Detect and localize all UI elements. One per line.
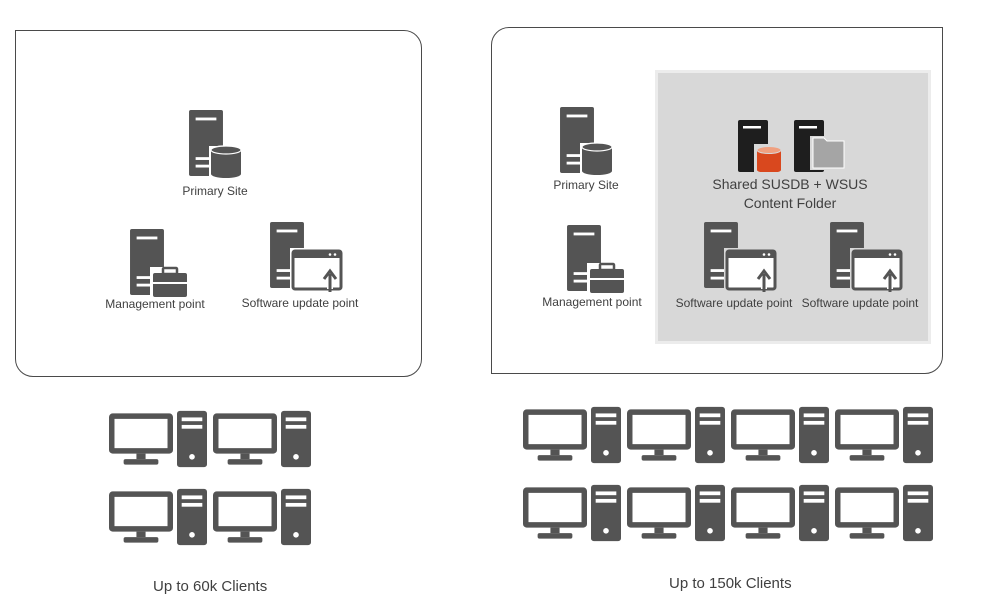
server-briefcase-icon — [130, 229, 190, 297]
server-briefcase-icon — [567, 225, 627, 293]
workstation-icon — [213, 410, 311, 468]
workstation-icon — [627, 406, 725, 464]
server-update-icon — [270, 222, 343, 292]
workstation-icon — [627, 484, 725, 542]
workstation-icon — [835, 484, 933, 542]
shared-susdb-node: Shared SUSDB + WSUS Content Folder — [700, 118, 880, 213]
shared-susdb-label-line2: Content Folder — [743, 195, 837, 211]
workstation-icon — [213, 488, 311, 546]
management-point-node-right: Management point — [537, 225, 647, 309]
primary-site-node-right: Primary Site — [541, 107, 631, 192]
workstation-icon — [731, 406, 829, 464]
caption-right: Up to 150k Clients — [669, 575, 792, 592]
server-database-icon — [189, 110, 243, 178]
site-box-left — [15, 30, 422, 377]
workstation-icon — [109, 488, 207, 546]
software-update-point-node-right-2: Software update point — [796, 222, 924, 310]
primary-site-label-right: Primary Site — [553, 178, 619, 192]
workstation-icon — [523, 406, 621, 464]
server-database-folder-icon — [738, 120, 846, 172]
shared-wsus-area — [658, 73, 928, 341]
server-update-icon — [830, 222, 903, 292]
workstation-icon — [835, 406, 933, 464]
workstation-icon — [523, 484, 621, 542]
software-update-point-node-right-1: Software update point — [670, 222, 798, 310]
software-update-point-label: Software update point — [241, 296, 359, 310]
software-update-point-node: Software update point — [236, 222, 364, 310]
shared-susdb-label-line1: Shared SUSDB + WSUS — [712, 176, 868, 192]
software-update-point-label-right-1: Software update point — [675, 296, 793, 310]
primary-site-label: Primary Site — [182, 184, 248, 198]
caption-left: Up to 60k Clients — [153, 578, 268, 595]
workstation-icon — [731, 484, 829, 542]
primary-site-node: Primary Site — [170, 110, 260, 198]
server-database-icon — [560, 107, 614, 175]
management-point-label: Management point — [105, 297, 205, 311]
workstation-icon — [109, 410, 207, 468]
management-point-node: Management point — [100, 229, 210, 311]
software-update-point-label-right-2: Software update point — [801, 296, 919, 310]
management-point-label-right: Management point — [542, 295, 642, 309]
server-update-icon — [704, 222, 777, 292]
